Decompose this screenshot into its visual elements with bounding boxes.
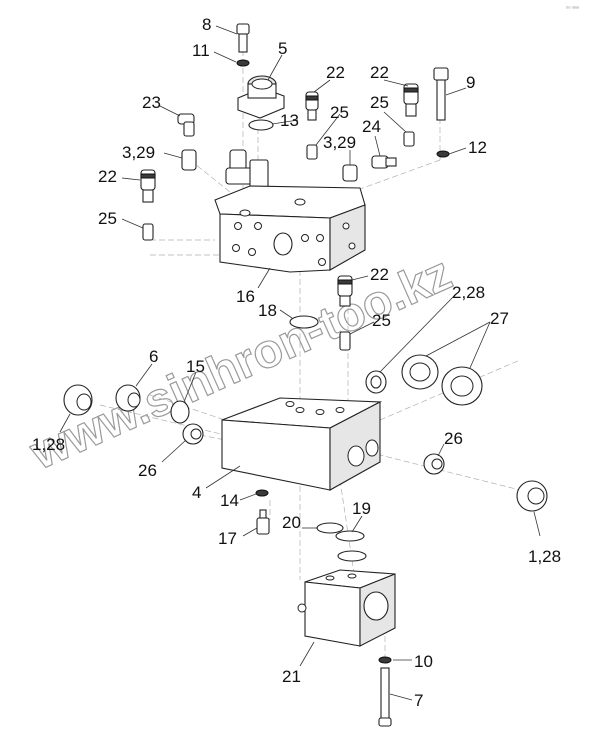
plug-3-29-a	[181, 149, 197, 171]
fitting-27-b	[441, 366, 483, 406]
o-ring-18	[289, 315, 319, 329]
callout-5: 5	[278, 39, 287, 58]
fitting-1-28-left	[63, 384, 93, 416]
upper-valve-block-16	[214, 185, 366, 273]
washer-12	[436, 150, 450, 158]
lower-valve-block-21	[297, 569, 396, 647]
callout-3-29-b: 3,29	[323, 133, 356, 152]
callout-27: 27	[490, 309, 509, 328]
callout-13: 13	[280, 111, 299, 130]
fitting-26-right	[423, 453, 445, 475]
callout-4: 4	[192, 483, 201, 502]
washer-11	[236, 59, 250, 67]
callout-22-b: 22	[370, 63, 389, 82]
washer-10	[378, 656, 392, 664]
sensor-22-a	[305, 91, 319, 121]
callout-10: 10	[414, 652, 433, 671]
sensor-22-c	[140, 169, 156, 203]
flange-5	[237, 75, 285, 119]
callout-9: 9	[466, 73, 475, 92]
fitting-27-a	[401, 354, 439, 390]
fitting-25-b	[403, 131, 415, 147]
callout-25-d: 25	[372, 311, 391, 330]
callout-labels: 8 11 5 9 22 22 23 25 25 13 3,29 3,29 24 …	[32, 15, 561, 710]
elbow-fitting-23	[177, 113, 195, 137]
fitting-25-a	[306, 144, 318, 160]
fitting-25-d	[339, 331, 351, 351]
callout-25-a: 25	[330, 103, 349, 122]
bolt-8	[236, 23, 250, 53]
callout-1-28-right: 1,28	[528, 547, 561, 566]
main-valve-block-4	[221, 397, 383, 491]
fitting-2-28	[365, 370, 387, 394]
o-ring-15	[170, 400, 190, 424]
callout-14: 14	[220, 491, 239, 510]
callout-26-right: 26	[444, 429, 463, 448]
callout-22-a: 22	[326, 63, 345, 82]
callout-19: 19	[352, 499, 371, 518]
callout-12: 12	[468, 138, 487, 157]
callout-2-28: 2,28	[452, 283, 485, 302]
corner-mark: ᵒᵒ ᵃᵃᵃ	[566, 6, 580, 12]
o-ring-13	[248, 119, 274, 131]
fitting-26-left	[182, 423, 204, 445]
callout-26-left: 26	[138, 461, 157, 480]
solenoid-connector	[225, 149, 269, 195]
fitting-6	[115, 384, 141, 412]
o-ring-20-a	[316, 522, 344, 534]
callout-17: 17	[218, 529, 237, 548]
o-ring-19	[335, 530, 365, 542]
callout-11: 11	[192, 41, 210, 60]
callout-16: 16	[236, 287, 255, 306]
callout-23: 23	[142, 93, 161, 112]
callout-18: 18	[258, 301, 277, 320]
callout-25-c: 25	[98, 209, 117, 228]
bolt-7	[378, 667, 392, 727]
callout-1-28-left: 1,28	[32, 435, 65, 454]
bolt-9	[433, 67, 449, 121]
callout-22-d: 22	[370, 265, 389, 284]
callout-7: 7	[414, 691, 423, 710]
fitting-1-28-right	[516, 480, 548, 512]
callout-21: 21	[282, 667, 301, 686]
o-ring-20-b	[337, 550, 367, 562]
callout-6: 6	[149, 347, 158, 366]
callout-15: 15	[186, 357, 205, 376]
callout-8: 8	[202, 15, 211, 34]
grease-nipple-17	[256, 509, 270, 535]
callout-3-29-a: 3,29	[122, 143, 155, 162]
callout-25-b: 25	[370, 93, 389, 112]
callout-24: 24	[362, 117, 381, 136]
assembly-guide-lines	[99, 50, 521, 660]
sensor-22-b	[403, 83, 419, 117]
fitting-24	[371, 155, 397, 169]
callout-22-c: 22	[98, 167, 117, 186]
callout-20: 20	[282, 513, 301, 532]
leader-lines	[59, 25, 541, 701]
sensor-22-d	[337, 275, 353, 307]
washer-14	[255, 489, 269, 497]
plug-3-29-b	[342, 164, 358, 182]
fitting-25-c	[142, 223, 154, 241]
